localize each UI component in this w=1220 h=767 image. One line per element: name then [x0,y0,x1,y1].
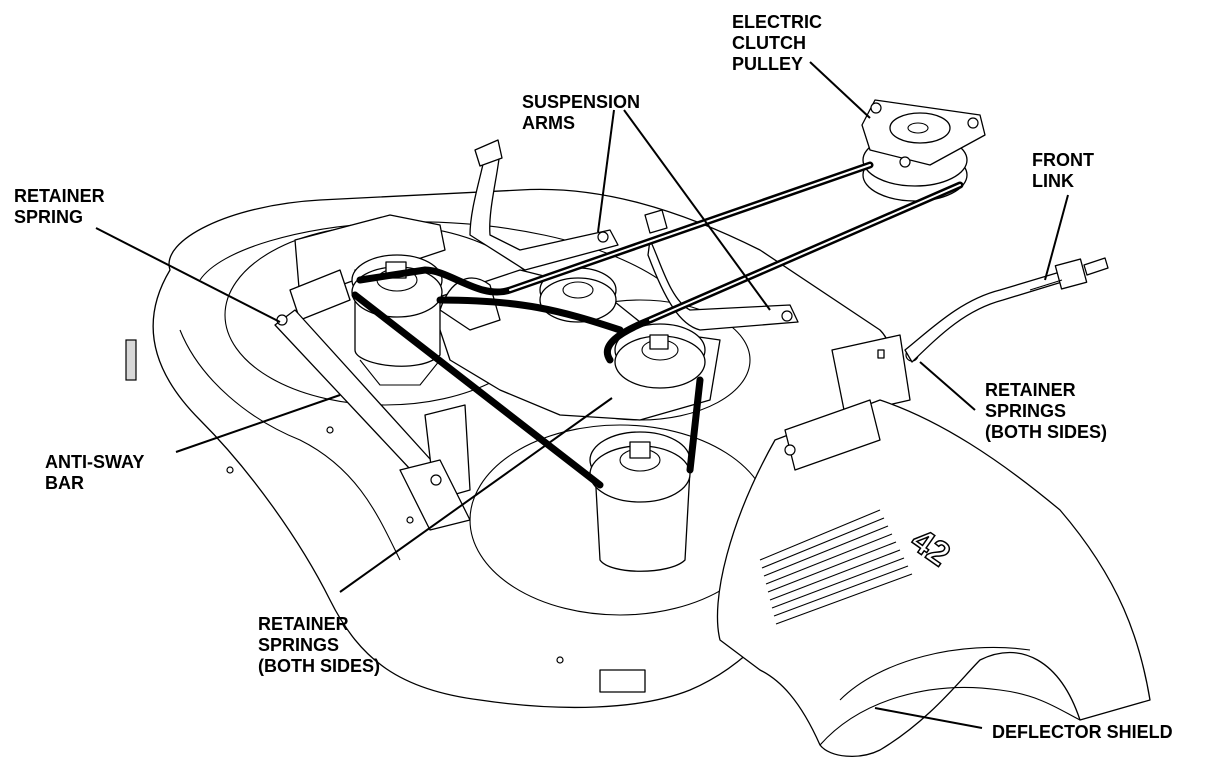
label-line: (BOTH SIDES) [985,422,1108,442]
label-line: FRONT [1032,150,1094,170]
deck-side-bracket [125,339,137,381]
label-deflector-shield: DEFLECTOR SHIELD [992,722,1173,743]
leader-electric-clutch-pulley [809,61,871,119]
leader-suspension-arm-1 [597,109,615,233]
label-line: RETAINER [258,614,349,634]
label-line: BAR [45,473,84,493]
label-line: SUSPENSION [522,92,641,112]
label-retainer-springs-bottom: RETAINER SPRINGS (BOTH SIDES) [258,614,380,677]
label-electric-clutch-pulley: ELECTRIC CLUTCH PULLEY [732,12,822,75]
deck-rear-bracket [599,669,646,693]
label-line: ANTI-SWAY [45,452,145,472]
label-line: DEFLECTOR SHIELD [992,722,1173,742]
label-suspension-arms: SUSPENSION ARMS [522,92,640,134]
leader-retainer-springs-right [919,361,976,411]
drive-belt [351,161,964,489]
leader-anti-sway-bar [175,394,341,453]
leader-suspension-arm-2 [623,109,771,311]
leader-retainer-springs-bottom [339,397,613,593]
label-front-link: FRONT LINK [1032,150,1094,192]
deflector-shield-shape: 42 [716,399,1151,757]
shield-ridges [759,509,913,625]
label-retainer-springs-right: RETAINER SPRINGS (BOTH SIDES) [985,380,1107,443]
label-line: RETAINER [14,186,105,206]
leader-front-link [1044,194,1069,281]
label-line: (BOTH SIDES) [258,656,381,676]
right-spindle-pulley [614,323,706,389]
front-link [904,257,1109,363]
label-line: PULLEY [732,54,804,74]
leader-retainer-spring [95,227,281,323]
label-retainer-spring: RETAINER SPRING [14,186,105,228]
leader-lines [95,61,1069,729]
label-line: CLUTCH [732,33,806,53]
label-line: SPRING [14,207,84,227]
label-line: SPRINGS [258,635,340,655]
label-anti-sway-bar: ANTI-SWAY BAR [45,452,144,494]
label-line: SPRINGS [985,401,1067,421]
electric-clutch-pulley-shape [861,99,986,202]
label-line: ELECTRIC [732,12,822,32]
label-line: LINK [1032,171,1074,191]
label-line: ARMS [522,113,575,133]
left-bracket [289,214,446,321]
label-line: RETAINER [985,380,1076,400]
leader-deflector-shield [874,707,983,729]
front-spindle-pulley [589,431,691,572]
